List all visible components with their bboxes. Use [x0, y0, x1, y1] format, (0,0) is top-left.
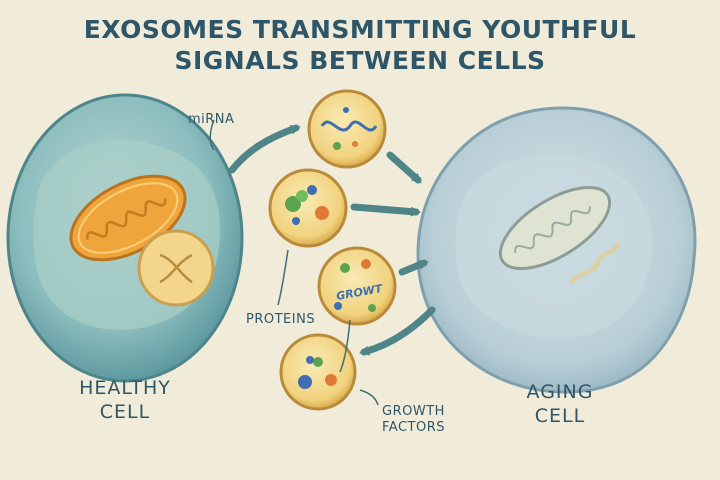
exosome-small: [279, 333, 357, 411]
aging-mitochondrion: [498, 185, 612, 271]
healthy-nucleus: [137, 229, 215, 307]
proteins-label: PROTEINS: [246, 312, 316, 327]
diagram-title: EXOSOMES TRANSMITTING YOUTHFUL SIGNALS B…: [0, 14, 720, 76]
arrow-to-aging-1: [386, 151, 422, 184]
exosome-growth-factors: [317, 246, 397, 326]
mirna-label: miRNA: [188, 112, 235, 127]
healthy-cell: [6, 93, 244, 383]
damaged-dna-icon: [569, 241, 621, 285]
exosome-mirna: [307, 89, 387, 169]
aging-cell-label: AGING CELL: [526, 381, 594, 427]
title-line-1: EXOSOMES TRANSMITTING YOUTHFUL: [83, 15, 637, 44]
arrow-release: [228, 124, 301, 174]
arrow-return: [359, 306, 436, 356]
title-line-2: SIGNALS BETWEEN CELLS: [174, 46, 546, 75]
arrow-to-aging-2: [350, 203, 421, 217]
exosome-proteins: [268, 168, 348, 248]
arrow-to-aging-3: [398, 259, 429, 276]
growth-factors-label: GROWTH FACTORS: [382, 404, 445, 435]
aging-cell: [416, 106, 697, 394]
transfer-arrows: [228, 124, 436, 356]
healthy-cell-label: HEALTHY CELL: [79, 377, 171, 423]
dna-helix-icon: [320, 120, 378, 132]
